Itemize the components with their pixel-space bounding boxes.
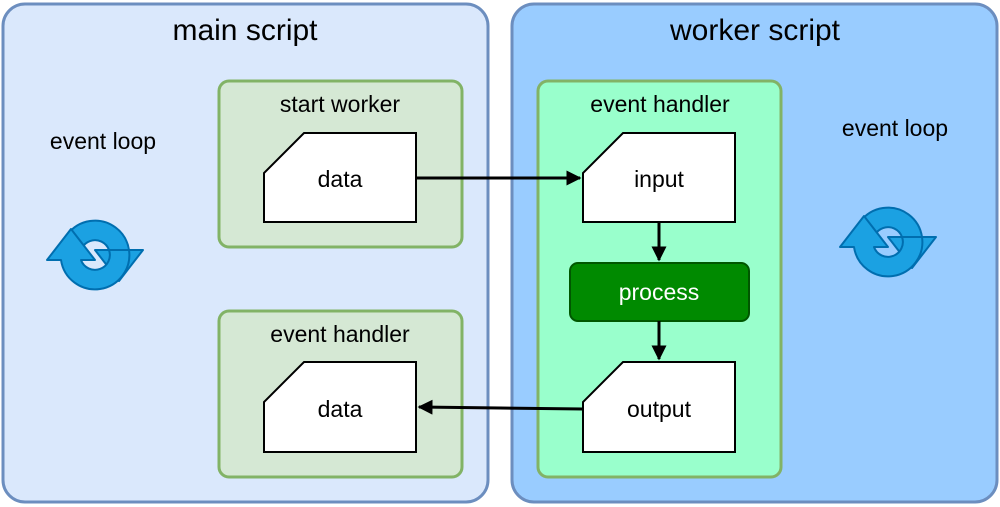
start-worker-data-card: [263, 132, 417, 223]
main-handler-data-label: data: [318, 396, 363, 422]
worker-output-label: output: [627, 396, 692, 422]
main-event-loop-label: event loop: [50, 128, 156, 154]
main-event-handler-group: event handler data: [217, 309, 464, 479]
process-label: process: [619, 279, 700, 305]
start-worker-title: start worker: [280, 91, 400, 117]
worker-event-loop-label: event loop: [842, 115, 948, 141]
worker-input-label: input: [634, 166, 684, 192]
worker-script-panel: worker script event loop event handler i…: [510, 2, 999, 504]
start-worker-data-label: data: [318, 166, 363, 192]
worker-script-title: worker script: [669, 14, 841, 47]
worker-event-handler-title: event handler: [590, 91, 730, 117]
worker-output-card: [582, 361, 736, 453]
main-script-panel: main script event loop start worker data…: [1, 2, 490, 504]
arrow-output-to-data: [417, 399, 584, 415]
worker-event-handler-group: event handler input process output: [536, 79, 783, 479]
start-worker-group: start worker data: [217, 79, 464, 249]
main-handler-data-card: [263, 361, 417, 453]
main-script-title: main script: [172, 14, 318, 47]
main-event-handler-title: event handler: [270, 321, 410, 347]
